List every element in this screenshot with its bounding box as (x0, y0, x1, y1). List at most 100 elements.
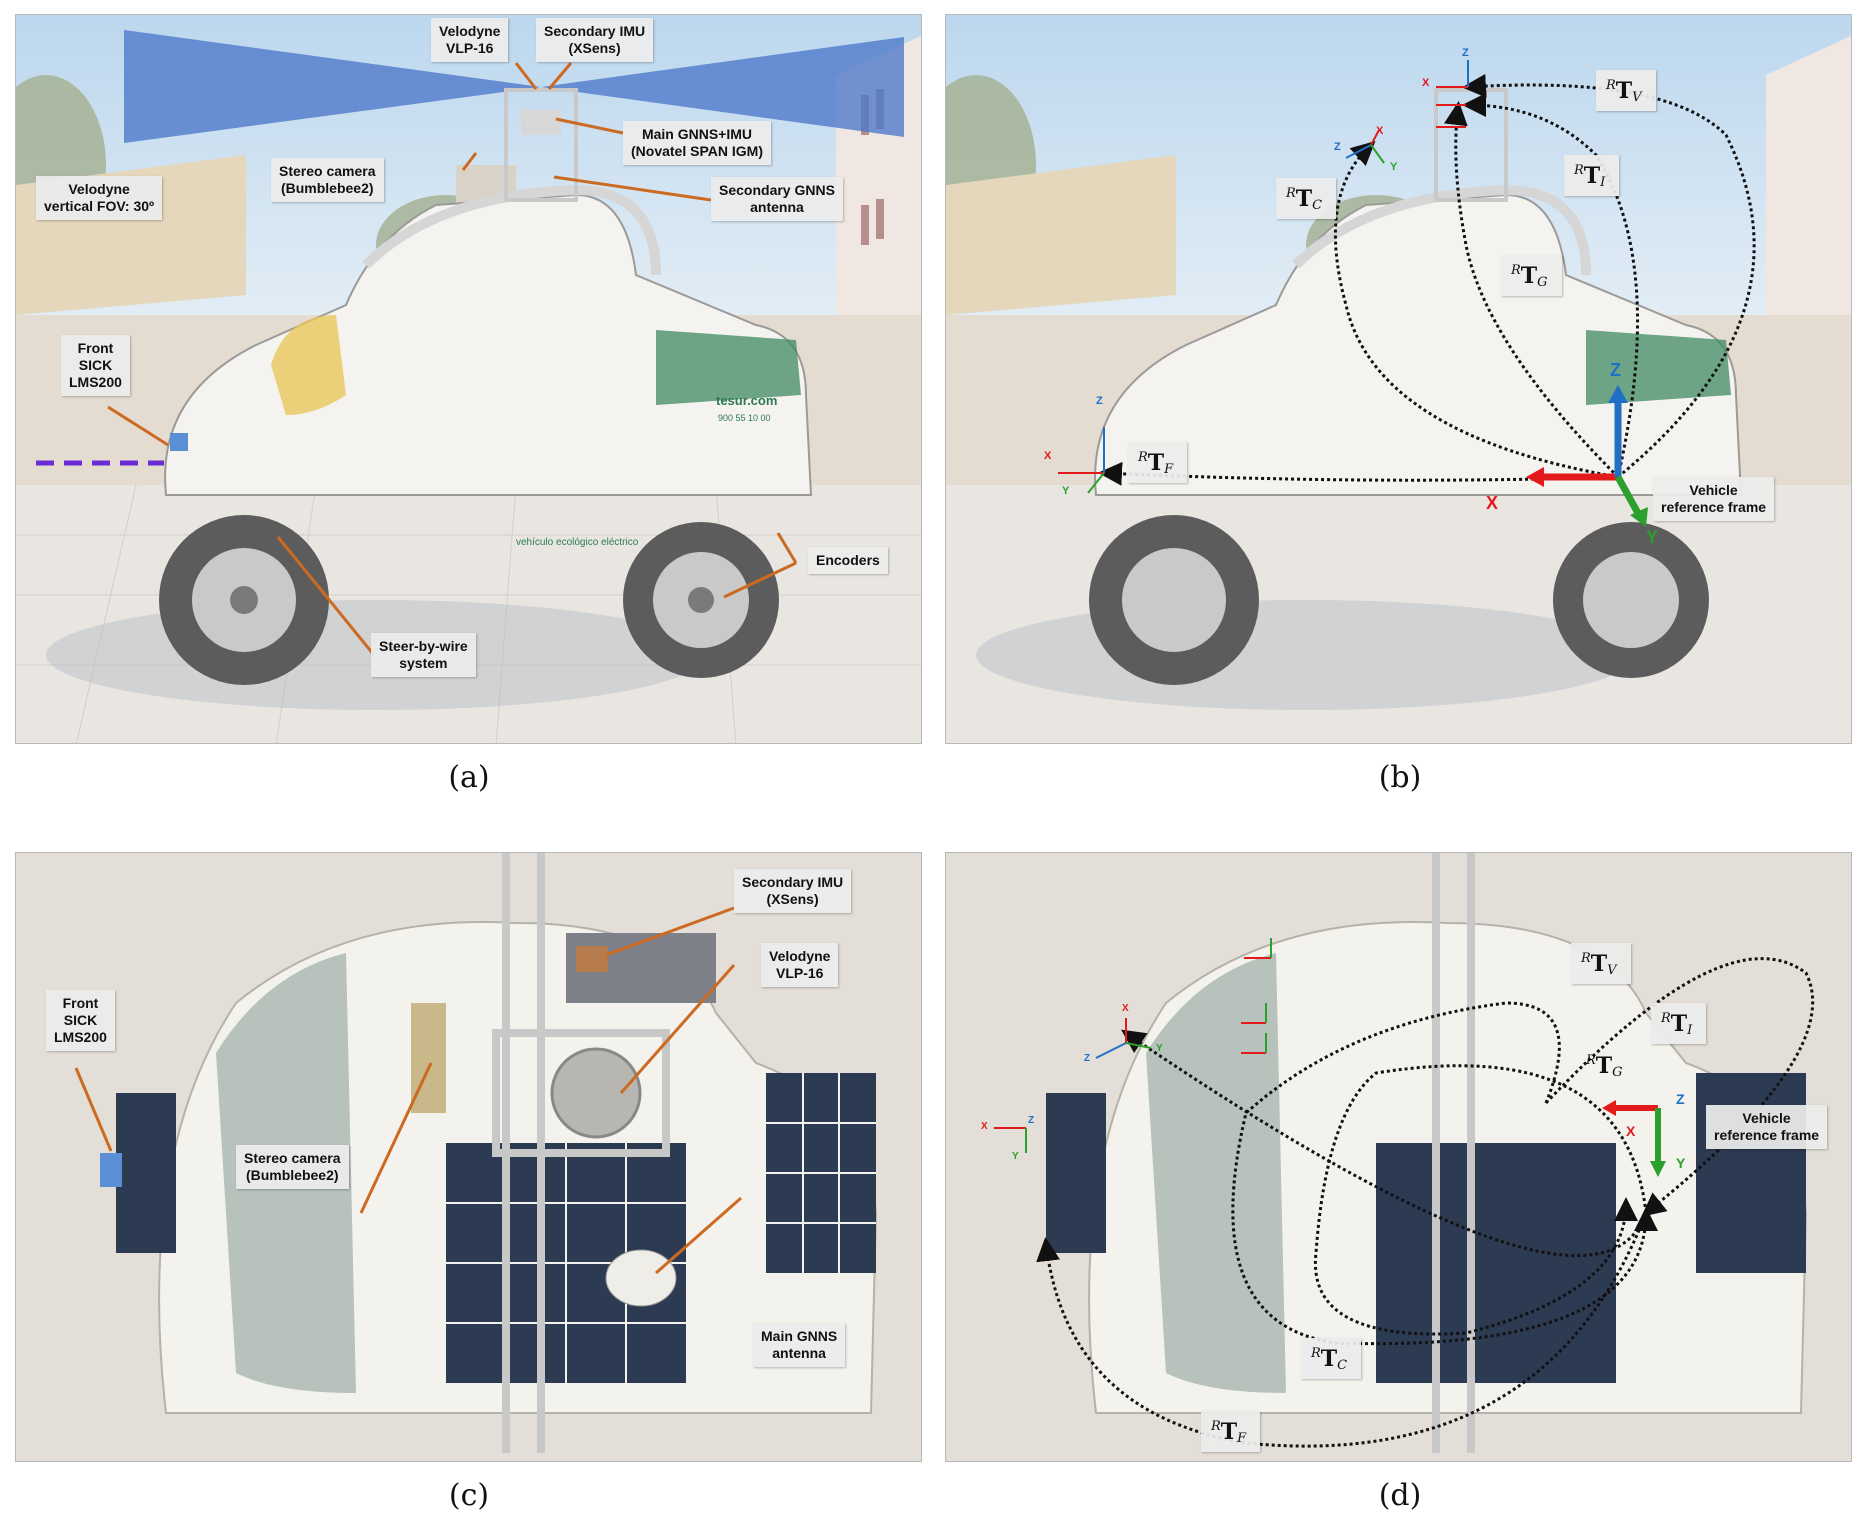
right-building (1766, 35, 1851, 345)
car-body (164, 193, 813, 496)
label-line: system (399, 655, 448, 671)
path-rtf (1036, 1212, 1648, 1448)
caption-c: (c) (448, 1478, 490, 1513)
transform-paths (1036, 957, 1815, 1448)
path-rtc (1333, 140, 1619, 479)
top-frames-photo (946, 853, 1851, 1461)
solar-panel-rear (1696, 1073, 1806, 1273)
path-rti (1462, 93, 1640, 478)
label-line: Main GNNS+IMU (641, 126, 753, 142)
solar-grid (446, 1073, 876, 1383)
vehicle-frame-axes (1526, 385, 1648, 527)
tf-prefix: R (1586, 1053, 1596, 1068)
label-line: Steer-by-wire (379, 638, 468, 654)
tf-subscript: G (1537, 275, 1548, 290)
label-line: VLP-16 (776, 965, 824, 981)
vehicle-y-arrowhead (1630, 507, 1648, 527)
tf-prefix: R (1286, 186, 1296, 201)
tf-symbol: T (1583, 163, 1601, 189)
camera-y-label: Y (1390, 161, 1398, 173)
solar-panel-front (116, 1093, 176, 1253)
label-line: SICK (63, 1012, 98, 1028)
vehicle-y-arrowhead (1650, 1161, 1666, 1177)
rear-wheel (1553, 522, 1709, 678)
tf-subscript: I (1600, 175, 1606, 190)
label-line: reference frame (1661, 499, 1767, 515)
front-y-label: Y (1012, 1151, 1019, 1162)
panel-b-side-frames: X Z Y X Z Y Z X Y X Z RTV RTI RTC RTG RT… (945, 14, 1852, 744)
vehicle-frame-axes-top (1602, 1100, 1666, 1177)
phone-text: 900 55 10 00 (718, 413, 771, 423)
tf-symbol: T (1670, 1011, 1688, 1037)
tf-subscript: I (1687, 1023, 1693, 1038)
tf-subscript: G (1612, 1065, 1623, 1080)
tf-prefix: R (1581, 951, 1591, 966)
solar-panel-roof (1376, 1143, 1616, 1383)
label-line: VLP-16 (446, 40, 494, 56)
label-line: SICK (78, 357, 113, 373)
frame-camera (1095, 1018, 1152, 1059)
camera-z-label: Z (1334, 141, 1341, 153)
rear-wheel (623, 522, 779, 678)
transform-rti: RTI (1564, 155, 1620, 196)
tf-symbol: T (1147, 450, 1165, 476)
tf-subscript: F (1164, 462, 1174, 477)
label-line: Main GNNS (761, 1328, 838, 1344)
tf-symbol: T (1220, 1419, 1238, 1445)
tf-prefix: R (1138, 450, 1148, 465)
tf-symbol: T (1595, 1053, 1613, 1079)
side-text: vehículo ecológico eléctrico (516, 537, 639, 548)
path-rtv (1462, 73, 1756, 479)
tf-prefix: R (1311, 1346, 1321, 1361)
label-line: Secondary GNNS (719, 182, 835, 198)
label-line: LMS200 (54, 1029, 107, 1045)
transform-rtg: RTG (1501, 255, 1562, 296)
tf-symbol: T (1320, 1346, 1338, 1372)
transform-rtv: RTV (1596, 70, 1656, 111)
transform-rti: RTI (1651, 1003, 1707, 1044)
label-line: antenna (750, 199, 804, 215)
label-line: Stereo camera (279, 163, 376, 179)
label-line: vertical FOV: 30º (44, 198, 155, 214)
vehicle-y-label: Y (1676, 1155, 1686, 1171)
gnss-imu-box (521, 110, 561, 135)
caption-d: (d) (1378, 1478, 1422, 1513)
transform-rtf: RTF (1201, 1411, 1261, 1452)
transform-rtf: RTF (1128, 442, 1188, 483)
path-rtc (1121, 1029, 1648, 1258)
front-z-label: Z (1096, 395, 1103, 407)
tf-symbol: T (1615, 78, 1633, 104)
fov-cone-right (541, 37, 904, 137)
label-line: Velodyne (769, 948, 831, 964)
tf-subscript: V (1607, 963, 1617, 978)
tf-prefix: R (1661, 1011, 1671, 1026)
velodyne-x-label: X (1422, 77, 1430, 89)
path-rtf (1098, 461, 1619, 486)
mast-frame (1432, 853, 1475, 1453)
label-stereo-camera: Stereo camera(Bumblebee2) (271, 158, 384, 202)
front-wheel (159, 515, 329, 685)
leader-lines (107, 62, 798, 656)
sensor-frames (1058, 60, 1469, 494)
front-wheel (1089, 515, 1259, 685)
tf-prefix: R (1511, 263, 1521, 278)
label-line: (Bumblebee2) (280, 180, 374, 196)
camera-x-label: X (1376, 125, 1384, 137)
path-rti-loop (1231, 1001, 1658, 1346)
caption-b: (b) (1378, 760, 1422, 795)
leader-lines (74, 906, 742, 1275)
label-line: antenna (772, 1345, 826, 1361)
vehicle-z-label: Z (1676, 1091, 1685, 1107)
front-lidar-top (100, 1153, 122, 1187)
path-rtg (1443, 101, 1620, 479)
label-line: Velodyne (439, 23, 501, 39)
vehicle-x-arrowhead (1602, 1100, 1616, 1116)
car-green-panel (1586, 330, 1731, 405)
camera-x-label: X (1122, 1003, 1129, 1014)
label-line: Secondary IMU (742, 874, 844, 890)
roll-bar (362, 184, 661, 276)
tf-symbol: T (1295, 186, 1313, 212)
